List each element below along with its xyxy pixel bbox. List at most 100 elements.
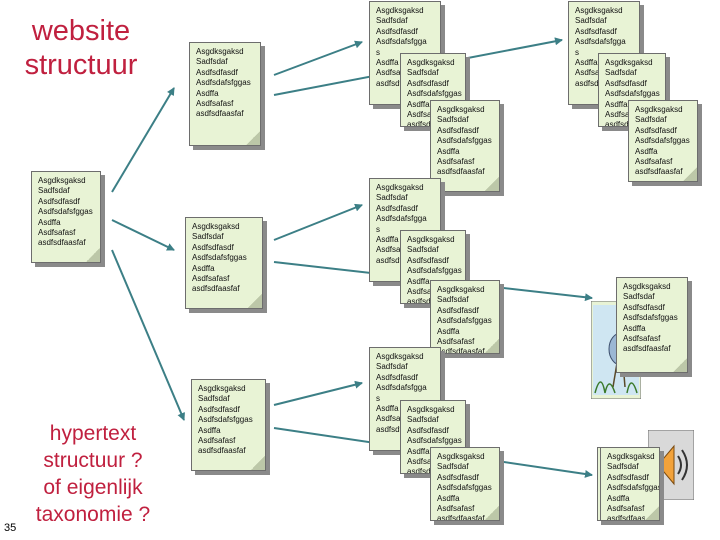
document-text-line: Asdffa — [38, 217, 61, 227]
document-text-line: s — [376, 393, 380, 403]
document-text-line: Asdfsafasf — [407, 457, 445, 467]
document-text-line: Asdfsafasf — [376, 68, 414, 78]
document-text-line: Sadfsdaf — [192, 232, 224, 242]
document-text-line: Asdfsdfasdf — [192, 242, 234, 252]
document-text-line: Asgdksgaksd — [437, 105, 485, 114]
document-text-line: Asdfsdfasdf — [623, 302, 665, 312]
document-text-line: Sadfsdaf — [407, 68, 439, 78]
document-text-line: Sadfsdaf — [575, 16, 607, 26]
document-text-line: Asdfsafasf — [198, 436, 236, 446]
document-text-line: Asgdksgaksd — [407, 235, 455, 244]
document-text-line: Sadfsdaf — [198, 394, 230, 404]
document-text-line: Sadfsdaf — [437, 115, 469, 125]
document-text-line: Asgdksgaksd — [376, 352, 424, 361]
document-text-line: Sadfsdaf — [437, 295, 469, 305]
document-text-line: Asdffa — [198, 425, 221, 435]
document-text-line: Asdfsafasf — [196, 99, 234, 109]
arrow-a-to-a1 — [273, 40, 363, 76]
document-text-line: Asgdksgaksd — [407, 405, 455, 414]
document-text-line: Asdffa — [376, 404, 399, 414]
document-text-line: Asdffa — [376, 58, 399, 68]
document-text-line: Asdfsdfasdf — [437, 125, 479, 135]
document-text-line: Asdffa — [407, 276, 430, 286]
document-text-line: Asdfsafasf — [407, 287, 445, 297]
document-text-line: Asdfsdfasdf — [437, 472, 479, 482]
page-fold-corner — [485, 339, 499, 353]
document-text-line: Asgdksgaksd — [198, 384, 246, 393]
document-text-line: Asdfsdafsfggas — [605, 89, 660, 99]
document-text-line: Asgdksgaksd — [575, 6, 623, 15]
title-line: hypertext — [49, 422, 137, 445]
document-text-line: Asgdksgaksd — [407, 58, 455, 67]
document-text-line: Asgdksgaksd — [607, 452, 655, 461]
document-text-line: Asgdksgaksd — [192, 222, 240, 231]
document-text-line: Asdfsafasf — [635, 157, 673, 167]
document-text-line: Asgdksgaksd — [635, 105, 683, 114]
document-text-line: Asdfsdfasdf — [198, 404, 240, 414]
document-text-line: Asdfsafasf — [575, 68, 613, 78]
document-text-line: Asdfsdfasdf — [376, 203, 418, 213]
document-text-line: s — [376, 47, 380, 57]
document-text-line: Asdfsdafsfgga — [376, 214, 427, 224]
document-text-line: Asdfsdafsfggas — [407, 266, 462, 276]
title-website-structuur: website structuur — [6, 14, 156, 82]
document-text-line: asdfsdfaasfaf — [376, 425, 438, 435]
document-text-line: Asdfsdafsfggas — [437, 316, 492, 326]
document-text-line: Sadfsdaf — [376, 16, 408, 26]
page-fold-corner — [246, 131, 260, 145]
document-text-line: Sadfsdaf — [623, 292, 655, 302]
document-text-line: asdfsdfaasfaf — [437, 347, 485, 354]
document-text-line: Asgdksgaksd — [38, 176, 86, 185]
page-fold-corner — [683, 167, 697, 181]
document-text-line: Asdfsafasf — [192, 274, 230, 284]
document-text-line: Asdfsdafsfggas — [635, 136, 690, 146]
document-text-line: Asdfsafasf — [607, 504, 645, 514]
arrow-root-to-b — [111, 219, 175, 251]
title-line: of eigenlijk — [43, 476, 143, 499]
document-text-line: Asgdksgaksd — [376, 183, 424, 192]
document-text-line: Asdfsdfasdf — [607, 472, 649, 482]
document-text-line: Asdfsdafsfggas — [437, 136, 492, 146]
document-text-line: Asdfsafasf — [38, 228, 76, 238]
document-text-line: asdfsdfaasfaf — [192, 284, 240, 294]
document-text-line: Asdfsafasf — [376, 414, 414, 424]
document-text-line: asdfsdfaasfaf — [635, 167, 683, 177]
document-text-line: Asdffa — [407, 99, 430, 109]
document-text-line: Asdfsdfasdf — [605, 78, 647, 88]
document-text-line: Asdffa — [407, 446, 430, 456]
document-text-line: Asdfsdafsfgga — [575, 37, 626, 47]
document-text-line: Sadfsdaf — [607, 462, 639, 472]
document-text-line: Sadfsdaf — [407, 415, 439, 425]
arrow-root-to-c — [111, 249, 185, 421]
page-fold-corner — [485, 177, 499, 191]
document-text-line: Asgdksgaksd — [196, 47, 244, 56]
document-text-line: Sadfsdaf — [407, 245, 439, 255]
document-text-line: Asdfsdafsfggas — [196, 78, 251, 88]
document-text-line: Asdfsdafsfggas — [407, 436, 462, 446]
document-text-line: Asdfsdfasdf — [407, 78, 449, 88]
document-text-line: Asdffa — [437, 146, 460, 156]
document-text-line: Asdfsdfasdf — [407, 425, 449, 435]
arrow-root-to-a — [111, 87, 175, 193]
document-text-line: Sadfsdaf — [376, 362, 408, 372]
document-text-line: asdfsdfaasfaf — [607, 514, 655, 521]
page-fold-corner — [248, 294, 262, 308]
document-text-line: Asdfsdafsfggas — [607, 483, 660, 493]
title-hypertext-question: hypertext structuur ? of eigenlijk taxon… — [18, 420, 168, 528]
title-line: structuur — [24, 49, 138, 81]
document-text-line: Asdfsdafsfgga — [376, 37, 427, 47]
document-text-line: Asdfsdafsfggas — [198, 415, 253, 425]
document-text-line: Sadfsdaf — [437, 462, 469, 472]
document-text-line: Asgdksgaksd — [605, 58, 653, 67]
document-text-line: asdfsdfaasfaf — [38, 238, 86, 248]
document-text-line: Asdfsafasf — [437, 337, 475, 347]
document-text-line: Sadfsdaf — [38, 186, 70, 196]
document-text-line: Asdffa — [607, 493, 630, 503]
